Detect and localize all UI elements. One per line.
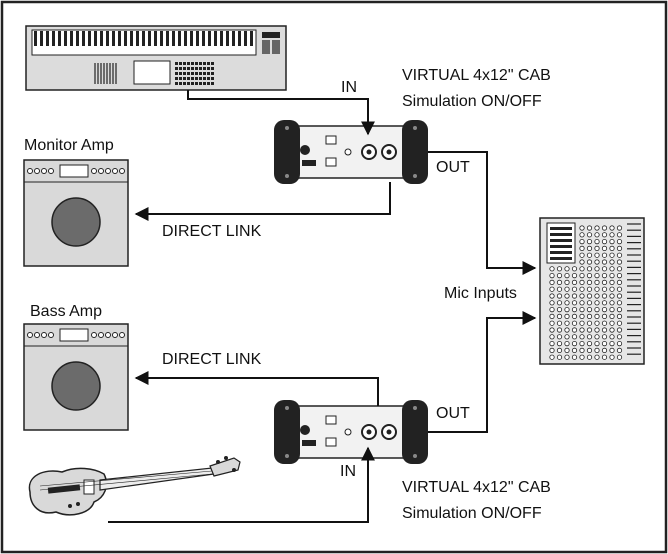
in-label-bottom: IN bbox=[340, 463, 356, 480]
arrow-top-direct-link bbox=[134, 182, 391, 221]
di-box-bottom-icon bbox=[274, 400, 428, 464]
cab-sim-top-line1: VIRTUAL 4x12" CAB bbox=[402, 67, 551, 84]
monitor-amp-icon bbox=[23, 159, 129, 267]
direct-link-label-top: DIRECT LINK bbox=[162, 223, 262, 240]
di-box-top-icon bbox=[274, 120, 428, 184]
arrow-top-di-out-to-mixer bbox=[428, 151, 537, 275]
bass-guitar-icon bbox=[28, 456, 241, 516]
bass-amp-icon bbox=[23, 323, 129, 431]
mixer-console-icon bbox=[539, 217, 645, 365]
arrow-guitar-to-di-in bbox=[108, 446, 375, 523]
mic-inputs-label: Mic Inputs bbox=[444, 285, 517, 302]
direct-link-label-bottom: DIRECT LINK bbox=[162, 351, 262, 368]
arrow-bottom-direct-link bbox=[134, 371, 379, 406]
bass-amp-label: Bass Amp bbox=[30, 303, 103, 320]
keyboard-icon bbox=[25, 25, 287, 91]
cab-sim-bottom-line1: VIRTUAL 4x12" CAB bbox=[402, 479, 551, 496]
monitor-amp-label: Monitor Amp bbox=[24, 137, 114, 154]
signal-lines bbox=[108, 90, 537, 523]
arrow-keyboard-to-di-in bbox=[187, 90, 375, 136]
arrow-bottom-di-out-to-mixer bbox=[428, 311, 537, 433]
out-label-top: OUT bbox=[436, 159, 470, 176]
out-label-bottom: OUT bbox=[436, 405, 470, 422]
cab-sim-top-line2: Simulation ON/OFF bbox=[402, 93, 542, 110]
cab-sim-bottom-line2: Simulation ON/OFF bbox=[402, 505, 542, 522]
in-label-top: IN bbox=[341, 79, 357, 96]
